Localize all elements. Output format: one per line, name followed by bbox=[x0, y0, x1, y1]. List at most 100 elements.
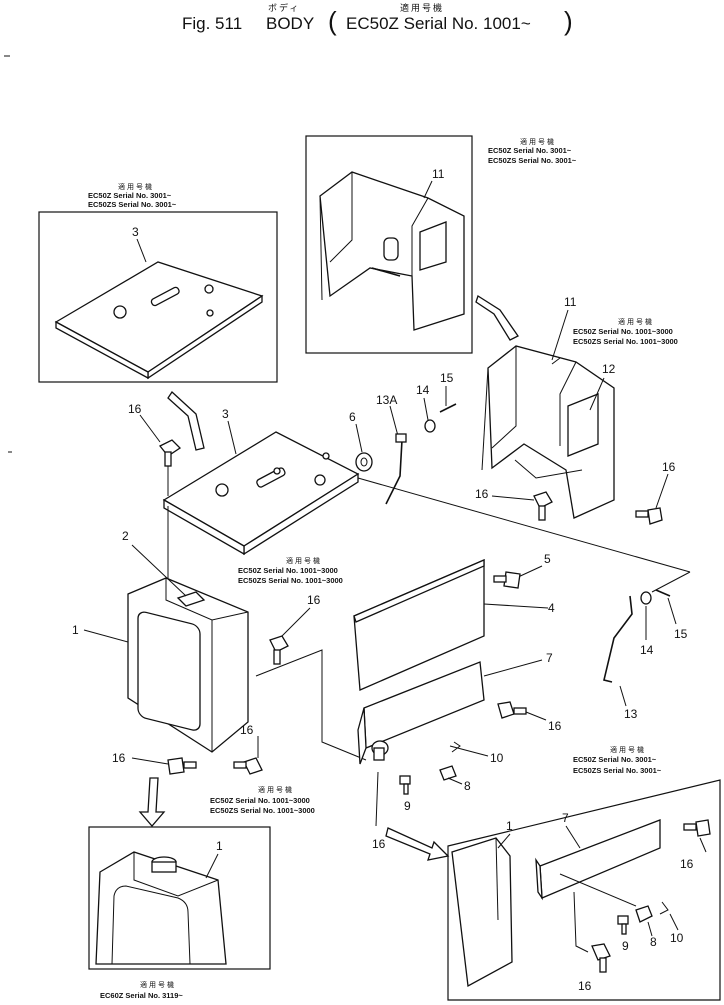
arrow-to-inset-top-left bbox=[167, 391, 205, 451]
title-jp-applicable: 適用号機 bbox=[400, 2, 444, 14]
assembly-lines bbox=[167, 477, 691, 761]
fig-serial: EC50Z Serial No. 1001~ bbox=[346, 14, 531, 33]
inset-lower-3001: 適用号機 EC50Z Serial No. 3001~ EC50ZS Seria… bbox=[447, 745, 721, 1001]
frame-side-inset bbox=[451, 837, 513, 988]
svg-text:適用号機: 適用号機 bbox=[286, 556, 322, 565]
rod-part-13a bbox=[385, 439, 403, 505]
svg-text:15: 15 bbox=[674, 627, 688, 641]
lower-plate-part-7: 7 bbox=[357, 651, 553, 765]
callout-6: 6 bbox=[349, 410, 356, 424]
arrows bbox=[138, 295, 519, 861]
inset-frame-3119: 1 適用号機 EC60Z Serial No. 3119~ bbox=[88, 826, 271, 1000]
callout-1: 1 bbox=[72, 623, 79, 637]
svg-text:EC50Z Serial No. 1001~3000: EC50Z Serial No. 1001~3000 bbox=[573, 327, 673, 336]
callout-13: 13 bbox=[624, 707, 638, 721]
cover-plate-3 bbox=[162, 431, 360, 547]
svg-text:適用号機: 適用号機 bbox=[258, 785, 294, 794]
inset-frame-3001: 適用号機 EC50Z Serial No. 3001~ EC50ZS Seria… bbox=[305, 135, 577, 354]
inset-box-bottom-left bbox=[88, 826, 271, 970]
paren-open: ( bbox=[328, 6, 337, 36]
note-right: 適用号機 EC50Z Serial No. 1001~3000 EC50ZS S… bbox=[573, 317, 678, 346]
note-lower: 適用号機 EC50Z Serial No. 1001~3000 EC50ZS S… bbox=[210, 785, 315, 815]
svg-text:EC50Z Serial No. 3001~: EC50Z Serial No. 3001~ bbox=[88, 191, 172, 200]
svg-text:16: 16 bbox=[662, 460, 676, 474]
callout-3: 3 bbox=[222, 407, 229, 421]
paren-close: ) bbox=[564, 6, 573, 36]
note-top-center: 適用号機 EC50Z Serial No. 3001~ EC50ZS Seria… bbox=[488, 137, 577, 165]
figure-title: ボディ 適用号機 Fig. 511 BODY ( EC50Z Serial No… bbox=[182, 2, 573, 36]
bolt-part-5 bbox=[493, 571, 521, 589]
callout-3-inset: 3 bbox=[132, 225, 139, 239]
inset-cover-3001: 適用号機 EC50Z Serial No. 3001~ EC50ZS Seria… bbox=[38, 182, 278, 383]
svg-text:EC50ZS Serial No. 3001~: EC50ZS Serial No. 3001~ bbox=[88, 200, 177, 209]
plate-part-7-inset bbox=[539, 819, 661, 899]
svg-text:1: 1 bbox=[506, 819, 513, 833]
svg-text:16: 16 bbox=[578, 979, 592, 993]
bolts-upper: 16 16 16 bbox=[128, 402, 676, 525]
svg-text:適用号機: 適用号機 bbox=[520, 137, 556, 146]
arrow-to-inset-bottom-left bbox=[138, 777, 166, 827]
arrow-to-inset-bottom-right bbox=[385, 827, 450, 861]
cap-part-2 bbox=[176, 591, 206, 607]
svg-text:16: 16 bbox=[548, 719, 562, 733]
svg-text:適用号機: 適用号機 bbox=[610, 745, 646, 754]
svg-text:適用号機: 適用号機 bbox=[140, 980, 176, 989]
note-top-left: 適用号機 EC50Z Serial No. 3001~ EC50ZS Seria… bbox=[88, 182, 177, 209]
svg-text:14: 14 bbox=[416, 383, 430, 397]
inset-box-top-left bbox=[38, 211, 278, 383]
svg-text:16: 16 bbox=[475, 487, 489, 501]
inset-box-top-center bbox=[305, 135, 473, 354]
front-frame-part-1: 2 1 bbox=[72, 529, 249, 753]
svg-text:16: 16 bbox=[240, 723, 254, 737]
bolt-16-inset-bottom bbox=[591, 943, 611, 973]
svg-text:16: 16 bbox=[128, 402, 142, 416]
svg-text:9: 9 bbox=[622, 939, 629, 953]
svg-text:15: 15 bbox=[440, 371, 454, 385]
bolt-16-lower-center bbox=[233, 757, 263, 775]
svg-text:EC50ZS Serial No. 3001~: EC50ZS Serial No. 3001~ bbox=[573, 766, 662, 775]
screw-part-9-inset bbox=[617, 915, 629, 935]
svg-text:EC50ZS Serial No. 3001~: EC50ZS Serial No. 3001~ bbox=[488, 156, 577, 165]
svg-text:EC50ZS Serial No. 1001~3000: EC50ZS Serial No. 1001~3000 bbox=[210, 806, 315, 815]
svg-text:EC50Z Serial No. 1001~3000: EC50Z Serial No. 1001~3000 bbox=[210, 796, 310, 805]
rod-part-13 bbox=[603, 595, 633, 683]
inset-box-bottom-right bbox=[447, 779, 721, 1001]
svg-text:EC50ZS Serial No. 1001~3000: EC50ZS Serial No. 1001~3000 bbox=[238, 576, 343, 585]
svg-text:EC50Z Serial No. 1001~3000: EC50Z Serial No. 1001~3000 bbox=[238, 566, 338, 575]
callout-7: 7 bbox=[546, 651, 553, 665]
callout-12: 12 bbox=[602, 362, 616, 376]
grommet-part-6 bbox=[355, 452, 373, 472]
bolt-16-upper-left bbox=[158, 439, 182, 467]
svg-text:16: 16 bbox=[307, 593, 321, 607]
svg-text:8: 8 bbox=[650, 935, 657, 949]
note-bottom-right: 適用号機 EC50Z Serial No. 3001~ EC50ZS Seria… bbox=[573, 745, 662, 775]
callout-13a: 13A bbox=[376, 393, 397, 407]
side-panel-part-4: 4 bbox=[353, 559, 555, 691]
arrow-to-inset-top-center bbox=[475, 295, 519, 341]
rear-frame-assembly: 適用号機 EC50Z Serial No. 1001~3000 EC50ZS S… bbox=[481, 295, 678, 519]
svg-text:1: 1 bbox=[216, 839, 223, 853]
bolts-middle: 16 5 bbox=[269, 552, 551, 665]
callout-4: 4 bbox=[548, 601, 555, 615]
callout-2: 2 bbox=[122, 529, 129, 543]
svg-text:10: 10 bbox=[490, 751, 504, 765]
svg-text:16: 16 bbox=[112, 751, 126, 765]
svg-text:16: 16 bbox=[372, 837, 386, 851]
bolt-16-plate-right bbox=[497, 701, 527, 719]
latch-part-8-inset bbox=[635, 905, 653, 923]
note-middle: 適用号機 EC50Z Serial No. 1001~3000 EC50ZS S… bbox=[238, 556, 343, 585]
callout-5: 5 bbox=[544, 552, 551, 566]
svg-text:EC50Z Serial No. 3001~: EC50Z Serial No. 3001~ bbox=[573, 755, 657, 764]
svg-text:10: 10 bbox=[670, 931, 684, 945]
svg-text:EC50ZS Serial No. 1001~3000: EC50ZS Serial No. 1001~3000 bbox=[573, 337, 678, 346]
bolt-16-mid bbox=[269, 635, 289, 665]
hardware-right: 13 14 15 bbox=[603, 589, 688, 721]
frame-part-11 bbox=[487, 345, 615, 519]
bolt-16-lower-left bbox=[167, 757, 197, 775]
svg-text:適用号機: 適用号機 bbox=[618, 317, 654, 326]
svg-text:9: 9 bbox=[404, 799, 411, 813]
svg-text:適用号機: 適用号機 bbox=[118, 182, 154, 191]
screw-part-9 bbox=[399, 775, 411, 795]
